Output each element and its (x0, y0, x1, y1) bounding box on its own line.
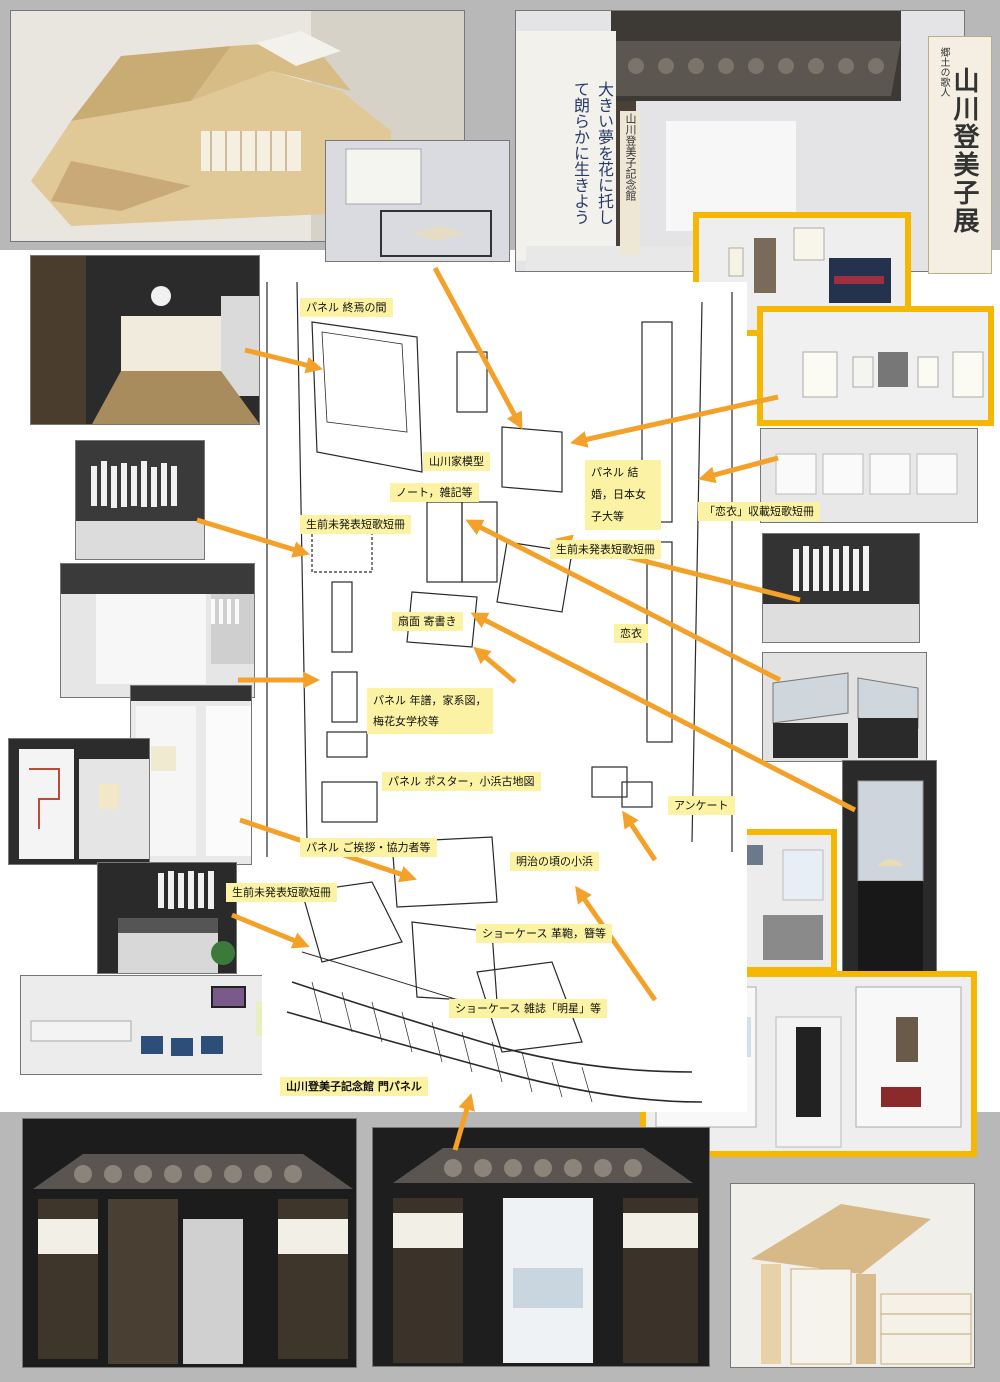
arrow-koigoromo-wall (698, 455, 779, 484)
label-showcase-shoes: ショーケース 革鞄，簪等 (476, 924, 612, 943)
label-note: ノート，雑記等 (390, 483, 479, 502)
photo-lounge-area (20, 975, 290, 1075)
model-showcase-drawing (326, 141, 509, 261)
arrow-panel-marriage (570, 394, 779, 448)
label-showcase-myojo: ショーケース 雑誌「明星」等 (449, 999, 607, 1018)
poster-poem-text: 大きい夢を花に托して朗らかに生きよう (571, 81, 614, 225)
hall-tanzaku-drawing (61, 564, 254, 697)
arrow-note (465, 519, 782, 683)
arrow-showcase (575, 885, 658, 1002)
title-banner: 郷土の歌人 山川登美子展 (928, 36, 992, 274)
chronology-panel-drawing (131, 686, 251, 864)
banner-title: 山川登美子展 (949, 67, 979, 235)
photo-panel-wall-2 (757, 306, 994, 426)
shuen-room-drawing (31, 256, 259, 424)
tanzaku-hanging-2-drawing (763, 534, 919, 642)
panel-wall-2-drawing (763, 312, 988, 420)
lounge-area-drawing (21, 976, 289, 1074)
photo-tanzaku-hanging-1 (75, 440, 205, 560)
label-unpublished-3: 生前未発表短歌短冊 (226, 883, 337, 902)
label-meiji-obama: 明治の頃の小浜 (510, 852, 599, 871)
photo-exhibit-entrance: 大きい夢を花に托して朗らかに生きよう 山川登美子記念館 (515, 10, 965, 272)
photo-gate-tanzaku (97, 862, 237, 974)
label-panel-shuen: パネル 終焉の間 (300, 298, 393, 317)
photo-fan-showcase (842, 760, 937, 972)
gate-panel-2-drawing (373, 1128, 709, 1366)
gate-panel-1-drawing (23, 1119, 356, 1367)
arrow-unpublished-3 (231, 912, 310, 949)
arrow-survey (622, 810, 658, 862)
photo-tanzaku-hanging-2 (762, 533, 920, 643)
gate-model-drawing (731, 1184, 974, 1367)
label-yamakawa-model: 山川家模型 (423, 452, 490, 471)
label-panel-greeting: パネル ご挨拶・協力者等 (300, 838, 437, 857)
label-koigoromo-tanzaku: 「恋衣」収載短歌短冊 (698, 502, 820, 521)
tanzaku-hanging-1-drawing (76, 441, 204, 559)
arrow-fan-photo (473, 646, 517, 684)
photo-family-tree-panel (8, 738, 150, 865)
photo-glass-showcases (762, 652, 927, 762)
photo-gate-model (730, 1183, 975, 1368)
label-fan: 扇面 寄書き (392, 612, 463, 631)
label-survey: アンケート (668, 796, 735, 815)
gate-sign-text: 山川登美子記念館 (620, 111, 640, 255)
photo-gate-panel-1 (22, 1118, 357, 1368)
fan-showcase-drawing (843, 761, 936, 971)
gate-tanzaku-drawing (98, 863, 236, 973)
label-panel-chronology: パネル 年譜，家系図，梅花女学校等 (367, 688, 493, 734)
arrow-gate (452, 1093, 475, 1151)
photo-gate-panel-2 (372, 1127, 710, 1367)
label-memorial-gate: 山川登美子記念館 門パネル (280, 1077, 428, 1096)
arrow-shuen (244, 347, 323, 374)
label-panel-marriage: パネル 結婚，日本女子大等 (585, 460, 661, 530)
arrow-unpublished-1 (196, 517, 310, 558)
photo-shuen-room (30, 255, 260, 425)
photo-chronology-panel (130, 685, 252, 865)
banner-subtitle: 郷土の歌人 (938, 47, 949, 97)
label-unpublished-1: 生前未発表短歌短冊 (300, 515, 411, 534)
label-unpublished-2: 生前未発表短歌短冊 (550, 540, 661, 559)
arrow-model (432, 266, 523, 430)
glass-showcases-drawing (763, 653, 926, 761)
label-koigoromo: 恋衣 (614, 624, 648, 643)
photo-hall-tanzaku (60, 563, 255, 698)
family-tree-panel-drawing (9, 739, 149, 864)
arrow-fan (470, 612, 857, 813)
label-panel-poster: パネル ポスター，小浜古地図 (382, 772, 541, 791)
photo-model-showcase (325, 140, 510, 262)
